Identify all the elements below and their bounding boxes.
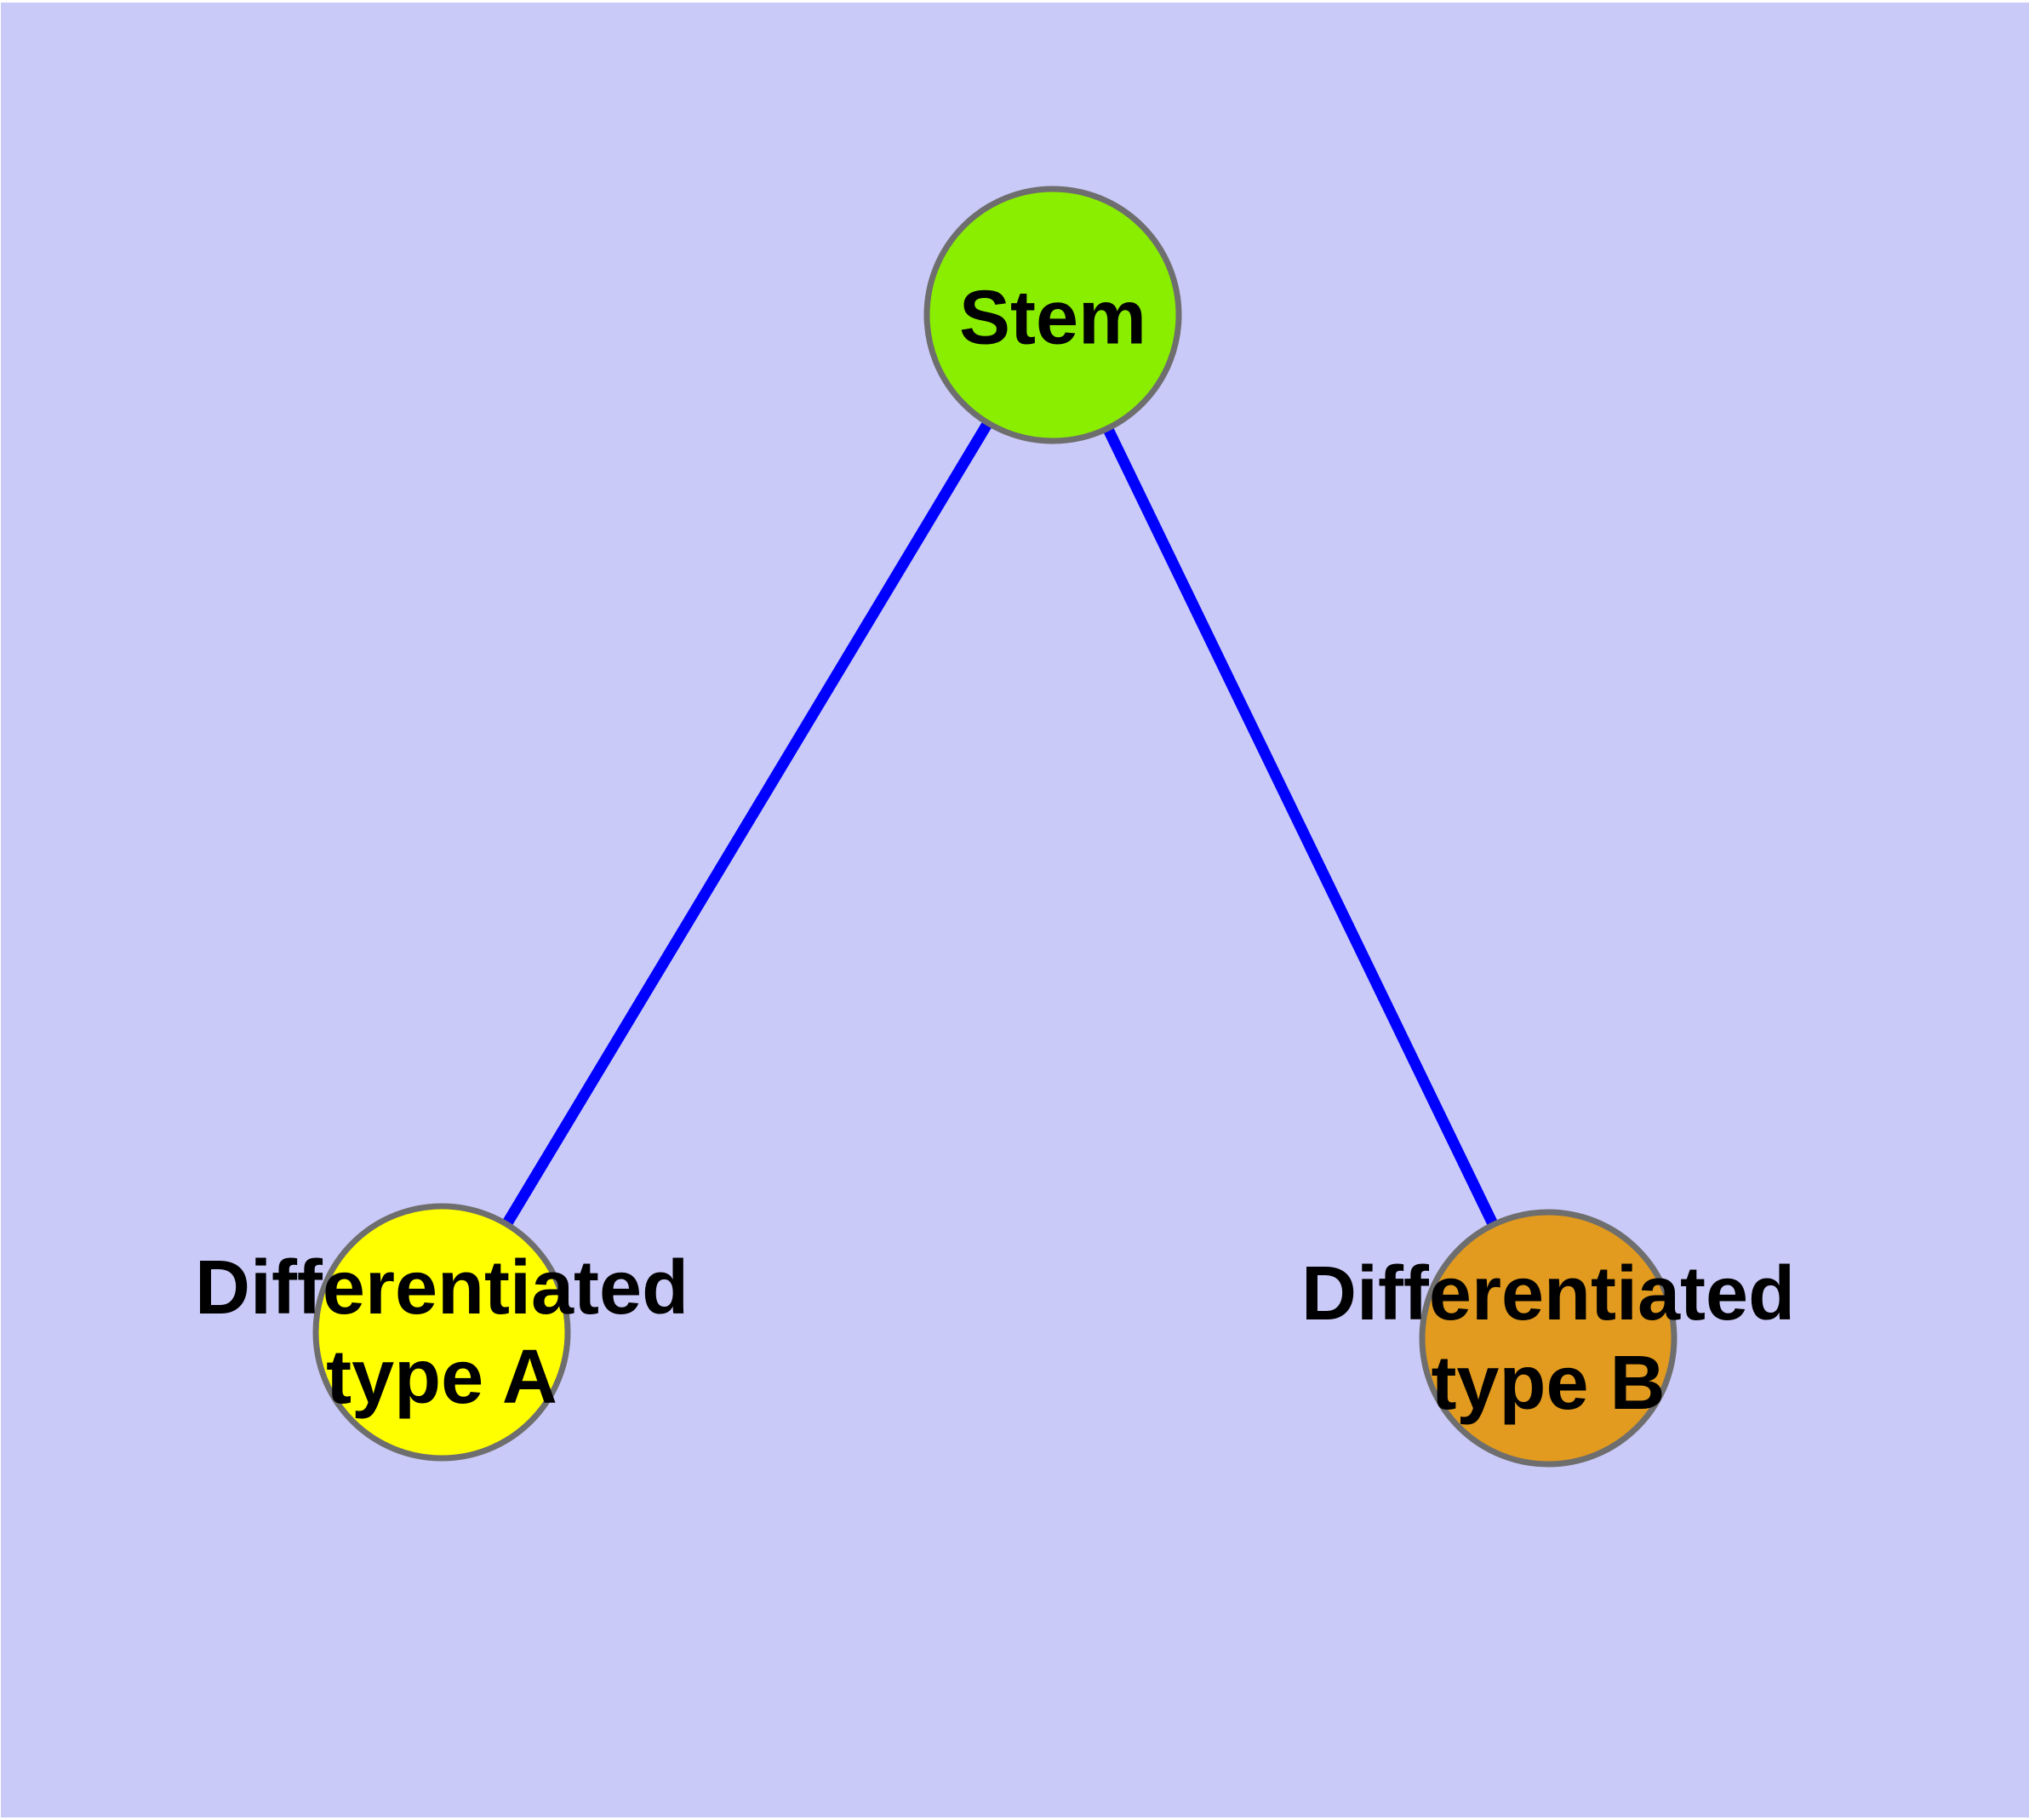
node-diff-b-label: Differentiated type B: [1301, 1250, 1795, 1428]
node-diff-a: [312, 1203, 571, 1462]
edge-stem-to-diff-a: [437, 312, 1058, 1336]
node-diff-b-label-line2: type B: [1431, 1341, 1666, 1426]
node-diff-b-label-line1: Differentiated: [1300, 1251, 1796, 1336]
node-diff-a-label-line2: type A: [326, 1335, 557, 1420]
node-stem-label: Stem: [958, 275, 1147, 361]
node-diff-b: [1419, 1209, 1677, 1468]
node-diff-a-label: Differentiated type A: [195, 1244, 689, 1422]
node-stem: [923, 186, 1182, 444]
edge-stem-to-diff-b: [1048, 312, 1553, 1341]
node-diff-a-label-line1: Differentiated: [194, 1245, 689, 1331]
